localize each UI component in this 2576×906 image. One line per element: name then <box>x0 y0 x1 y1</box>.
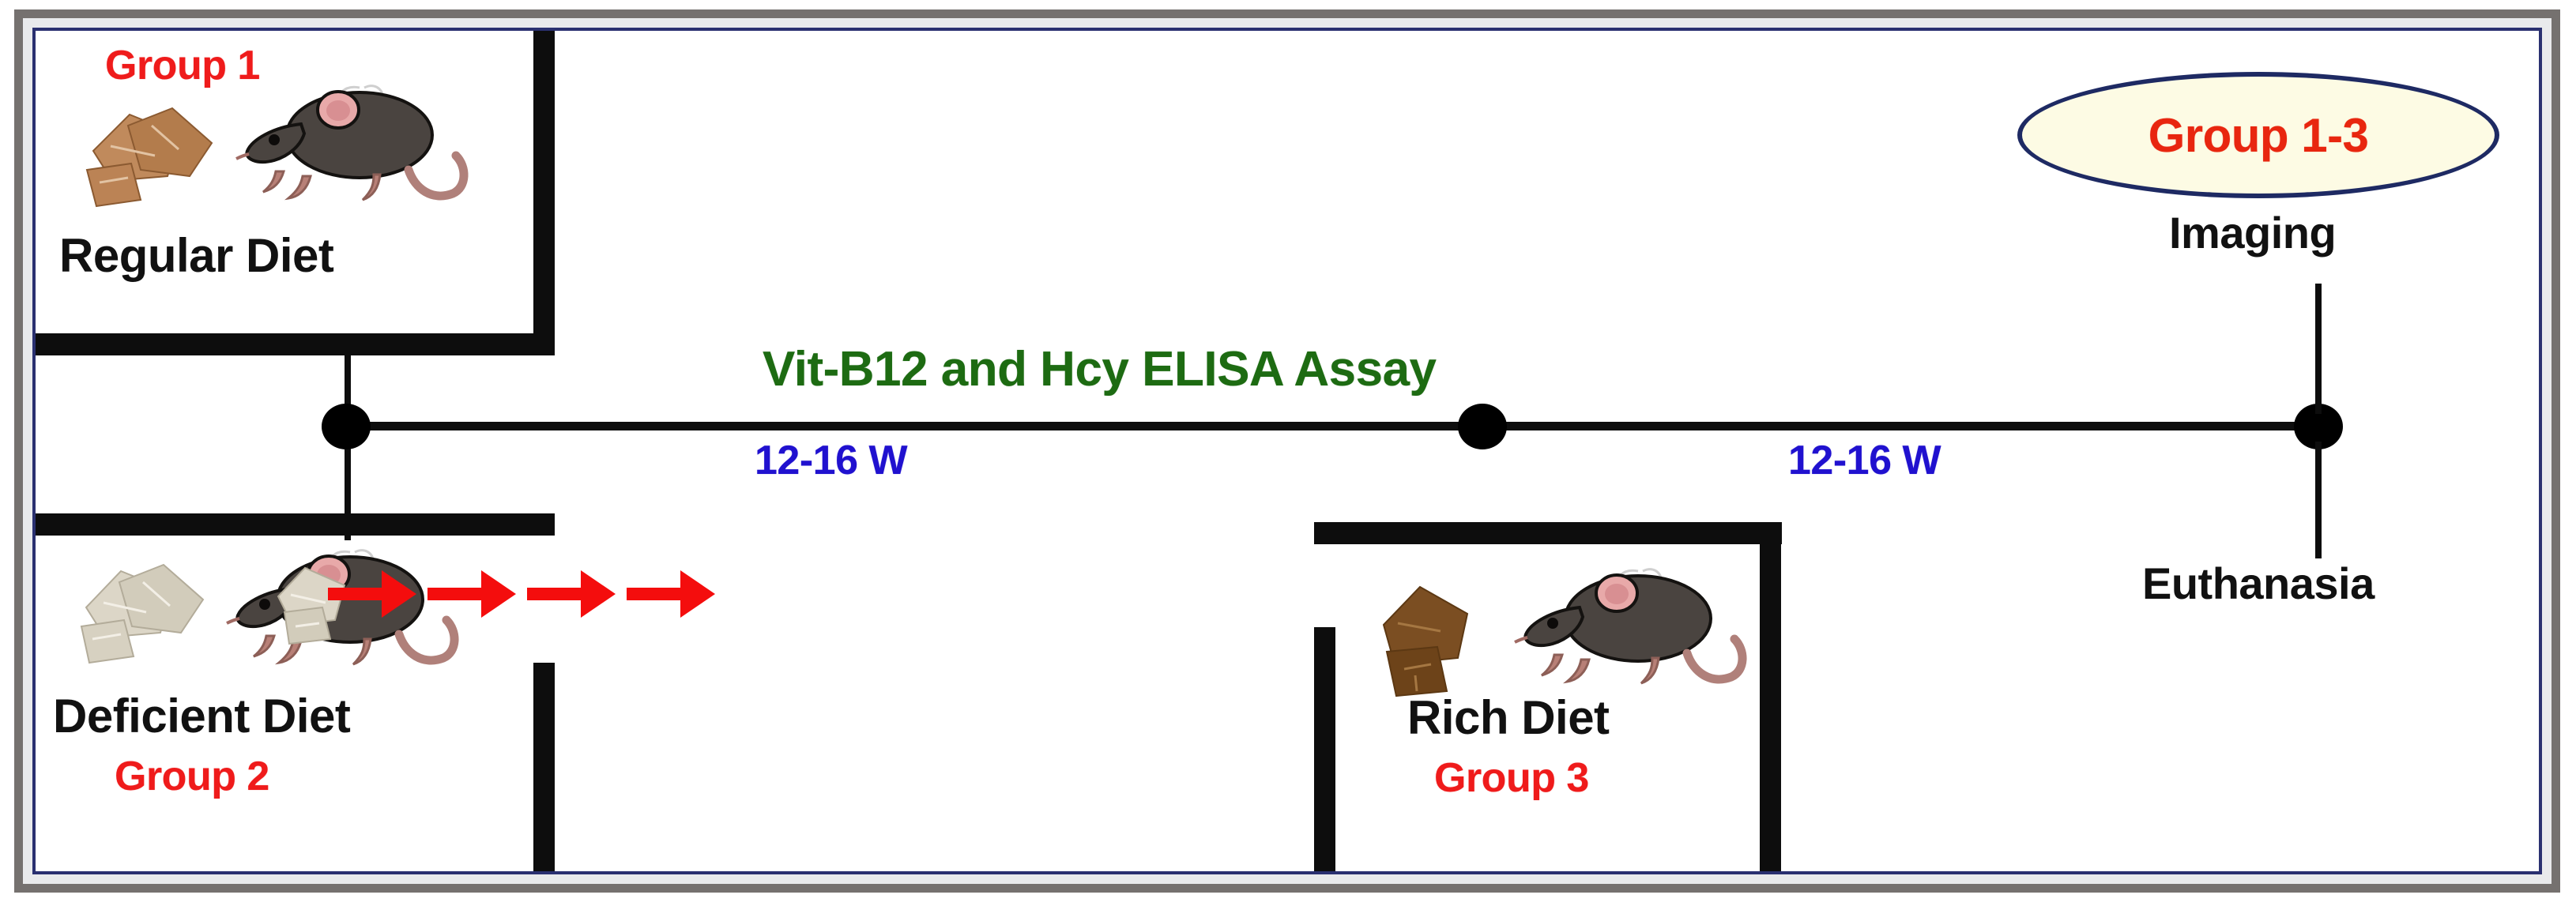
diet-switch-arrow <box>527 570 616 618</box>
euthanasia-label: Euthanasia <box>2142 558 2375 608</box>
pale-food-pellet-transition-icon <box>267 560 362 647</box>
black-mouse-icon <box>1504 562 1749 700</box>
group-1-3-callout: Group 1-3 <box>2017 72 2499 198</box>
group1-label: Group 1 <box>105 43 260 88</box>
group1-box-right-border <box>533 31 555 340</box>
imaging-label: Imaging <box>2169 208 2337 258</box>
dark-brown-food-pellet-icon <box>1371 576 1482 702</box>
group3-diet-label: Rich Diet <box>1407 691 1610 744</box>
timeline-main-axis <box>348 422 2323 430</box>
timeline-node-start <box>322 404 371 449</box>
group1-box-bottom-rule <box>36 333 555 355</box>
diagram-canvas: Group 1 <box>36 31 2539 871</box>
black-mouse-icon <box>225 78 470 216</box>
endpoint-stem-up <box>2315 284 2322 414</box>
group-1-3-callout-label: Group 1-3 <box>2148 108 2369 162</box>
duration-label-segment-2: 12-16 W <box>1788 438 1941 483</box>
endpoint-stem-down <box>2315 442 2322 558</box>
diet-switch-arrow <box>328 570 416 618</box>
group3-box-right-border <box>1760 522 1781 871</box>
group2-label: Group 2 <box>115 754 269 799</box>
diet-switch-arrow <box>427 570 516 618</box>
pale-food-pellets-icon <box>73 552 228 671</box>
group3-box-top-rule <box>1314 522 1782 544</box>
group2-box-top-rule <box>36 513 555 536</box>
diet-switch-arrow <box>627 570 715 618</box>
timeline-node-midpoint <box>1458 404 1507 449</box>
duration-label-segment-1: 12-16 W <box>755 438 908 483</box>
group2-box-right-border <box>533 663 555 871</box>
group3-box-left-border <box>1314 627 1335 871</box>
group3-label: Group 3 <box>1434 755 1589 801</box>
elisa-assay-label: Vit-B12 and Hcy ELISA Assay <box>763 342 1437 397</box>
group2-diet-label: Deficient Diet <box>53 690 351 742</box>
brown-food-pellets-icon <box>79 94 241 209</box>
diet-switch-arrow-row <box>328 570 715 618</box>
group1-diet-label: Regular Diet <box>59 229 334 282</box>
